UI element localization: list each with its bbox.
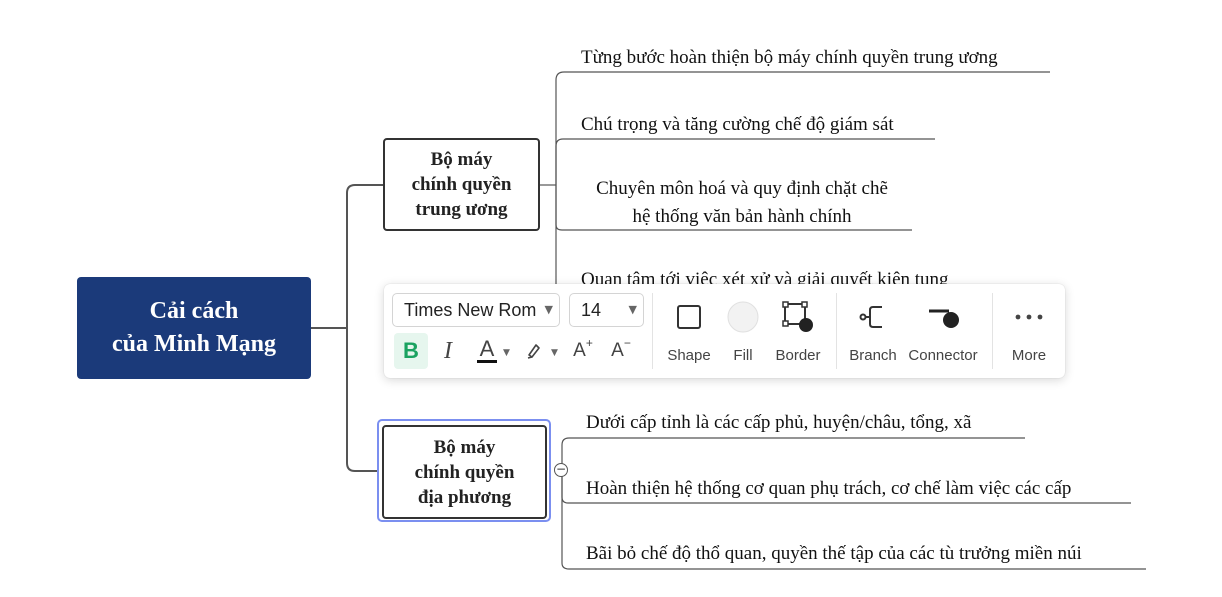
central-topic-line-2: của Minh Mạng xyxy=(111,331,276,357)
subtopic[interactable]: Từng bước hoàn thiện bộ máy chính quyền … xyxy=(581,44,998,72)
toolbar-divider xyxy=(836,293,837,369)
shrink-minus: − xyxy=(623,336,631,350)
branch-icon xyxy=(855,299,891,335)
shape-label: Shape xyxy=(667,347,711,364)
main-topic-line: trung ương xyxy=(415,199,508,220)
border-tool-button[interactable]: Border xyxy=(766,299,830,371)
connector-label: Connector xyxy=(908,347,978,364)
chevron-down-icon[interactable]: ▼ xyxy=(503,348,510,358)
connector-tool-button[interactable]: Connector xyxy=(908,299,978,371)
fill-tool-button[interactable]: Fill xyxy=(711,299,775,371)
font-family-value: Times New Rom xyxy=(404,300,537,320)
font-family-select[interactable]: Times New Rom ▼ xyxy=(392,293,560,327)
more-button[interactable]: More xyxy=(997,299,1061,371)
subtopic-text: Hoàn thiện hệ thống cơ quan phụ trách, c… xyxy=(586,478,1072,499)
central-topic[interactable]: Cải cách của Minh Mạng xyxy=(77,277,311,379)
more-dots-icon xyxy=(1011,299,1047,335)
grow-letter: A xyxy=(573,340,586,361)
font-color-button[interactable]: A xyxy=(470,333,504,369)
font-color-letter: A xyxy=(479,336,495,361)
subtopic[interactable]: Bãi bỏ chế độ thổ quan, quyền thế tập củ… xyxy=(586,540,1082,568)
chevron-down-icon: ▼ xyxy=(544,303,553,316)
subtopic-text: hệ thống văn bản hành chính xyxy=(632,206,852,227)
bold-button[interactable]: B xyxy=(394,333,428,369)
subtopic[interactable]: Dưới cấp tỉnh là các cấp phủ, huyện/châu… xyxy=(586,409,971,437)
main-topic-line: chính quyền xyxy=(411,174,512,195)
font-color-swatch xyxy=(477,360,497,363)
grow-plus: + xyxy=(585,336,593,350)
subtopic[interactable]: Chuyên môn hoá và quy định chặt chẽ hệ t… xyxy=(581,175,903,231)
subtopic-text: Bãi bỏ chế độ thổ quan, quyền thế tập củ… xyxy=(586,543,1082,564)
subtopic-text: Dưới cấp tỉnh là các cấp phủ, huyện/châu… xyxy=(586,412,972,433)
increase-font-size-button[interactable]: A+ xyxy=(566,333,600,369)
connector-icon xyxy=(925,299,961,335)
main-topic-line: địa phương xyxy=(417,486,512,508)
decrease-font-size-button[interactable]: A− xyxy=(604,333,638,369)
main-topic-line: Bộ máy xyxy=(433,436,496,458)
font-size-value: 14 xyxy=(581,300,602,320)
chevron-down-icon: ▼ xyxy=(628,303,637,316)
floating-toolbar: Times New Rom ▼ 14 ▼ B I A ▼ ▼ A+ A− Sha… xyxy=(384,284,1065,378)
subtopic-text: Chú trọng và tăng cường chế độ giám sát xyxy=(581,114,894,135)
subtopic-text: Từng bước hoàn thiện bộ máy chính quyền … xyxy=(581,47,998,68)
highlighter-icon xyxy=(527,344,540,359)
main-topic-local-government[interactable]: Bộ máy chính quyền địa phương xyxy=(382,425,547,519)
font-size-select[interactable]: 14 ▼ xyxy=(569,293,644,327)
selection-outline xyxy=(377,419,551,522)
shape-tool-button[interactable]: Shape xyxy=(657,299,721,371)
collapse-branch-button[interactable]: − xyxy=(554,462,568,477)
toolbar-divider xyxy=(992,293,993,369)
square-outline-icon xyxy=(671,299,707,335)
branch-label: Branch xyxy=(849,347,897,364)
highlighter-button[interactable] xyxy=(516,333,550,369)
main-topic-line: Bộ máy xyxy=(430,149,493,170)
main-topic-line: chính quyền xyxy=(414,461,515,483)
border-node-icon xyxy=(780,299,816,335)
main-topic-central-government[interactable]: Bộ máy chính quyền trung ương xyxy=(383,138,540,231)
subtopic[interactable]: Hoàn thiện hệ thống cơ quan phụ trách, c… xyxy=(586,475,1071,503)
branch-tool-button[interactable]: Branch xyxy=(841,299,905,371)
subtopic-text: Chuyên môn hoá và quy định chặt chẽ xyxy=(596,178,888,199)
fill-label: Fill xyxy=(733,347,753,364)
italic-button[interactable]: I xyxy=(444,337,452,364)
circle-fill-icon xyxy=(725,299,761,335)
chevron-down-icon[interactable]: ▼ xyxy=(551,348,558,358)
more-label: More xyxy=(1011,347,1047,364)
border-label: Border xyxy=(775,347,821,364)
subtopic[interactable]: Chú trọng và tăng cường chế độ giám sát xyxy=(581,111,894,139)
toolbar-divider xyxy=(652,293,653,369)
shrink-letter: A xyxy=(611,340,624,361)
central-topic-line-1: Cải cách xyxy=(149,298,239,324)
